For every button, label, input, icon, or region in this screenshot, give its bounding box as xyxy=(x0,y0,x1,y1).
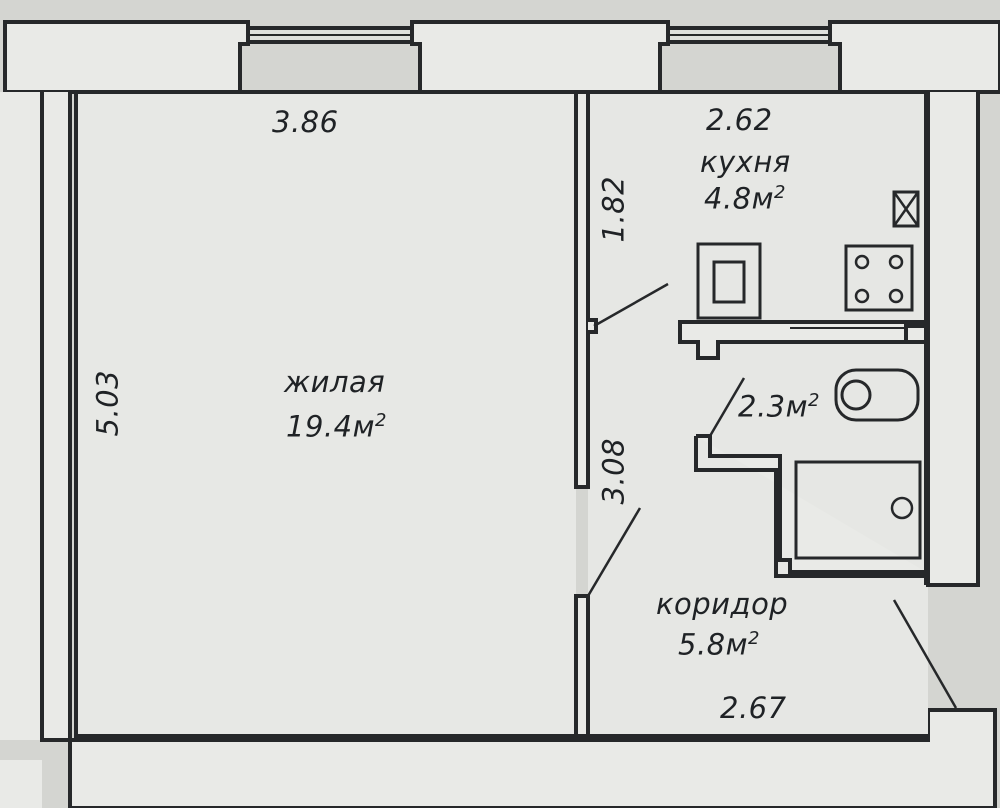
top-wall-left xyxy=(3,20,250,94)
bottom-wall-left xyxy=(0,760,42,808)
corridor-name: коридор xyxy=(656,587,789,621)
kitchen-area-sup: 2 xyxy=(774,182,786,203)
kitchen-door-leaf xyxy=(593,282,669,328)
floor-area xyxy=(76,92,928,736)
kitchen-width-label: 2.62 xyxy=(706,103,773,137)
corridor-area: 5.8м2 xyxy=(678,630,760,660)
living-area-value: 19.4м xyxy=(286,409,375,444)
burner-2 xyxy=(888,254,904,270)
bathroom-door-leaf xyxy=(708,377,746,437)
bathtub xyxy=(794,460,922,560)
burner-1 xyxy=(854,254,870,270)
apartment-outline xyxy=(588,90,930,738)
bathroom-area-sup: 2 xyxy=(808,390,820,411)
living-outline xyxy=(74,90,576,738)
living-area-sup: 2 xyxy=(374,410,387,431)
vent-box xyxy=(892,190,920,228)
burner-4 xyxy=(888,288,904,304)
left-wall xyxy=(0,92,42,740)
bottom-wall-right xyxy=(930,708,997,808)
left-inner-wall xyxy=(40,92,72,742)
sink-counter xyxy=(696,242,762,320)
living-door-leaf xyxy=(586,507,642,597)
corridor-width-label: 2.67 xyxy=(720,691,787,725)
sink-basin xyxy=(712,260,746,304)
corridor-floor xyxy=(588,322,928,736)
right-wall xyxy=(926,92,980,587)
kitchen-area-value: 4.8м xyxy=(704,181,774,216)
kitchen-partition-label: 1.82 xyxy=(596,175,631,243)
kitchen-area: 4.8м2 xyxy=(704,184,786,214)
bathroom-wall-outline xyxy=(694,436,928,578)
partition-upper xyxy=(574,90,590,489)
corridor-partition-label: 3.08 xyxy=(596,437,631,505)
kitchen-wall-notch xyxy=(904,324,928,344)
kitchen-name: кухня xyxy=(700,145,791,179)
living-width-label: 3.86 xyxy=(272,105,339,139)
entrance-door-leaf xyxy=(892,599,958,709)
toilet-bowl xyxy=(840,379,872,411)
toilet-tank xyxy=(834,368,920,422)
vent-x-2 xyxy=(892,191,920,227)
living-floor xyxy=(76,92,576,736)
kitchen-floor xyxy=(588,92,926,322)
top-wall-right xyxy=(828,20,1000,94)
partition-lower xyxy=(574,594,590,738)
stove xyxy=(844,244,914,312)
living-room-area: 19.4м2 xyxy=(286,412,387,442)
top-wall-middle xyxy=(410,20,670,94)
living-height-label: 5.03 xyxy=(90,369,125,437)
bathroom-area-value: 2.3м xyxy=(738,389,808,424)
bathroom-area: 2.3м2 xyxy=(738,392,820,422)
corridor-area-sup: 2 xyxy=(748,628,760,649)
bathtub-drain xyxy=(890,496,914,520)
burner-3 xyxy=(854,288,870,304)
corridor-area-value: 5.8м xyxy=(678,627,748,662)
living-room-name: жилая xyxy=(284,365,386,399)
